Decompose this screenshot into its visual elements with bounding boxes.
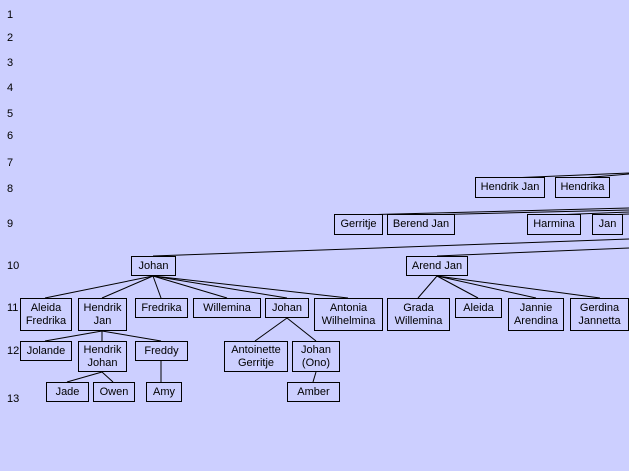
person-node-freddy[interactable]: Freddy (135, 341, 188, 361)
generation-label: 5 (7, 108, 14, 120)
generation-label: 2 (7, 32, 14, 44)
generation-label: 4 (7, 82, 14, 94)
person-node-gerdina-jannetta[interactable]: Gerdina Jannetta (570, 298, 629, 331)
person-node-jolande[interactable]: Jolande (20, 341, 72, 361)
generation-label: 12 (7, 345, 20, 357)
person-node-gerritje[interactable]: Gerritje (334, 214, 383, 235)
generation-label: 11 (7, 302, 19, 314)
person-node-antoinette-gerritje[interactable]: Antoinette Gerritje (224, 341, 288, 372)
person-node-johan[interactable]: Johan (265, 298, 309, 318)
person-node-antonia-wilhelmina[interactable]: Antonia Wilhelmina (314, 298, 383, 331)
person-node-grada-willemina[interactable]: Grada Willemina (387, 298, 450, 331)
person-node-hendrik-jan[interactable]: Hendrik Jan (475, 177, 545, 198)
generation-label: 6 (7, 130, 14, 142)
generation-label: 1 (7, 9, 14, 21)
generation-label: 10 (7, 260, 20, 272)
person-node-amy[interactable]: Amy (146, 382, 182, 402)
generation-label: 13 (7, 393, 20, 405)
person-node-johan[interactable]: Johan (131, 256, 176, 276)
person-node-johan-ono[interactable]: Johan (Ono) (292, 341, 340, 372)
person-node-willemina[interactable]: Willemina (193, 298, 261, 318)
generation-label: 9 (7, 218, 14, 230)
person-node-hendrik-jan[interactable]: Hendrik Jan (78, 298, 127, 331)
person-node-amber[interactable]: Amber (287, 382, 340, 402)
person-node-jannie-arendina[interactable]: Jannie Arendina (508, 298, 564, 331)
person-node-jan[interactable]: Jan (592, 214, 623, 235)
person-node-berend-jan[interactable]: Berend Jan (387, 214, 455, 235)
person-node-hendrika[interactable]: Hendrika (555, 177, 610, 198)
person-node-jade[interactable]: Jade (46, 382, 89, 402)
person-node-harmina[interactable]: Harmina (527, 214, 581, 235)
person-node-aleida-fredrika[interactable]: Aleida Fredrika (20, 298, 72, 331)
person-node-hendrik-johan[interactable]: Hendrik Johan (78, 341, 127, 372)
person-node-fredrika[interactable]: Fredrika (135, 298, 188, 318)
generation-label: 8 (7, 183, 14, 195)
person-node-aleida[interactable]: Aleida (455, 298, 502, 318)
person-node-arend-jan[interactable]: Arend Jan (406, 256, 468, 276)
generation-label: 3 (7, 57, 14, 69)
person-node-owen[interactable]: Owen (93, 382, 135, 402)
generation-label: 7 (7, 157, 14, 169)
